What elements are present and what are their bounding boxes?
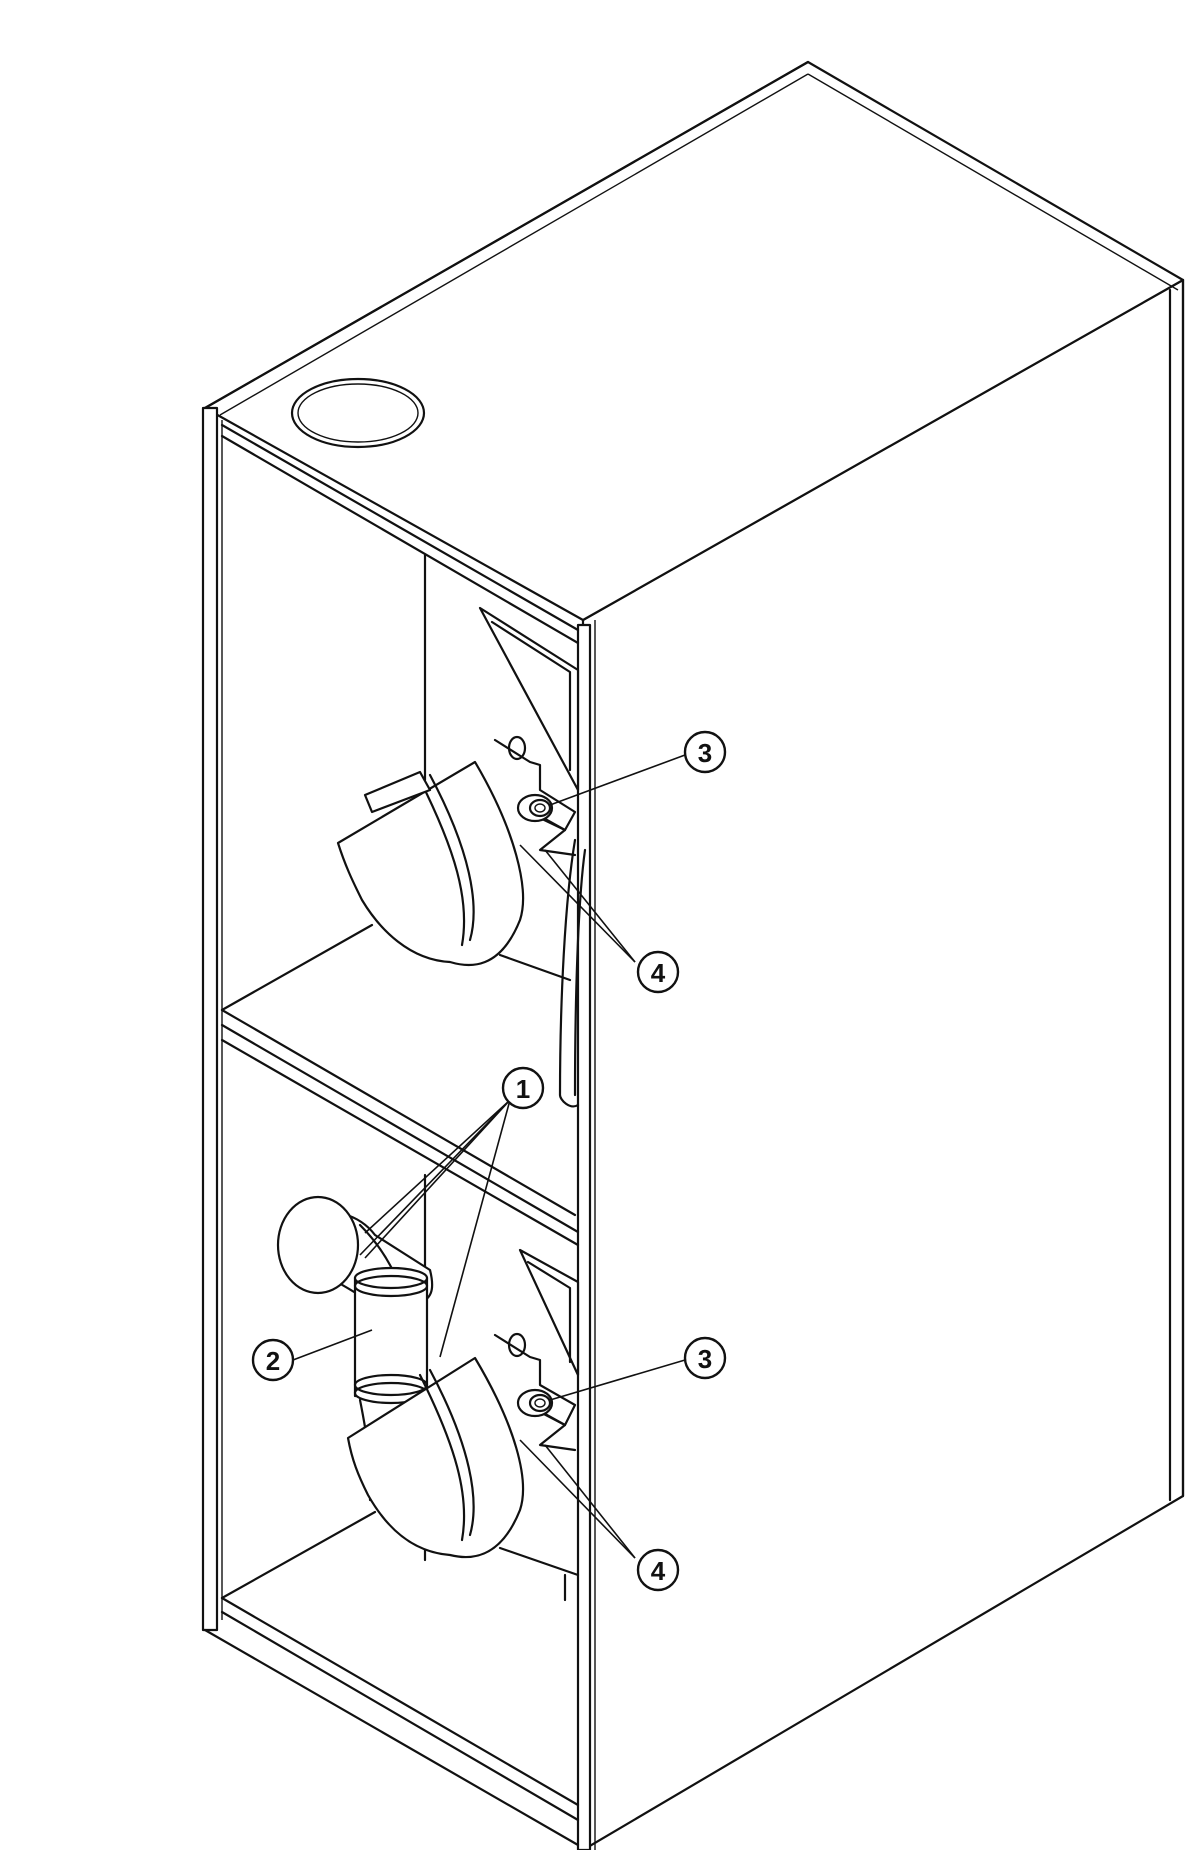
upper-heat-exchanger-shroud <box>336 760 525 967</box>
callout-2-label: 2 <box>266 1346 280 1376</box>
top-flue-opening <box>290 377 426 449</box>
callout-1: 1 <box>501 1066 545 1110</box>
callout-4-upper-label: 4 <box>651 958 666 988</box>
middle-divider-shelf <box>220 1008 580 1247</box>
upper-sight-glass <box>507 735 527 761</box>
lower-heat-exchanger-shroud <box>346 1356 525 1559</box>
top-rim-line <box>203 60 810 410</box>
vent-elbow-opening <box>276 1195 360 1295</box>
callout-2: 2 <box>251 1338 295 1382</box>
bottom-rail <box>220 1596 580 1807</box>
callout-3-lower-label: 3 <box>698 1344 712 1374</box>
lower-inducer-housing <box>518 1248 580 1377</box>
callout-4-upper: 4 <box>636 950 680 994</box>
callout-3-lower: 3 <box>683 1336 727 1380</box>
callout-1-label: 1 <box>516 1074 530 1104</box>
upper-igniter-assembly <box>516 793 554 823</box>
upper-compartment <box>220 423 587 1108</box>
callout-3-upper-label: 3 <box>698 738 712 768</box>
callout-3-upper: 3 <box>683 730 727 774</box>
callout-4-lower-label: 4 <box>651 1556 666 1586</box>
leader-lines <box>292 754 686 1559</box>
upper-inducer-housing <box>478 606 580 792</box>
cabinet-shell <box>201 60 1185 1850</box>
front-left-frame <box>201 406 219 1632</box>
callout-4-lower: 4 <box>636 1548 680 1592</box>
lower-igniter-assembly <box>516 1388 554 1418</box>
lower-compartment <box>203 1173 580 1847</box>
front-right-frame <box>576 623 592 1850</box>
